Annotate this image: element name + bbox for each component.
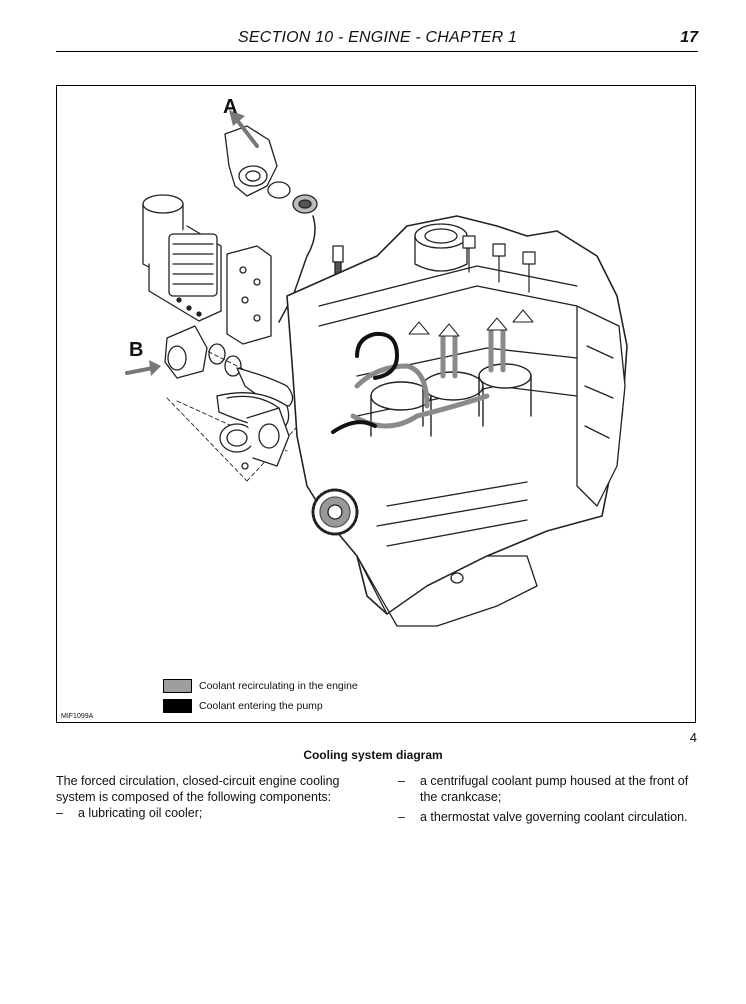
crankshaft-pulley (311, 488, 359, 536)
figure-number: 4 (689, 730, 697, 745)
legend-swatch-black (163, 699, 192, 713)
list-item-text: a centrifugal coolant pump housed at the… (420, 774, 689, 804)
body-left-column: The forced circulation, closed-circuit e… (56, 773, 366, 821)
cooler-gasket (226, 245, 272, 345)
figure-frame: A B Coolant recirculating in the engine … (56, 85, 696, 723)
list-item-text: a thermostat valve governing coolant cir… (420, 810, 688, 824)
water-pump (219, 407, 290, 470)
header-rule (56, 51, 698, 52)
list-item-text: a lubricating oil cooler; (78, 806, 203, 820)
flow-arrows (408, 309, 534, 337)
legend-label-recirculating: Coolant recirculating in the engine (199, 680, 358, 692)
legend-item-entering: Coolant entering the pump (163, 696, 358, 716)
list-dash: – (398, 774, 405, 788)
temperature-sender (332, 245, 344, 275)
list-dash: – (398, 810, 405, 824)
cylinder-liners (370, 363, 532, 437)
page-header-title: SECTION 10 - ENGINE - CHAPTER 1 (238, 29, 518, 46)
engine-block (286, 215, 628, 627)
legend-swatch-grey (163, 679, 192, 693)
inlet-connector (164, 325, 242, 379)
outlet-arrow (229, 110, 259, 148)
list-item: – a centrifugal coolant pump housed at t… (398, 773, 698, 805)
figure-caption: Cooling system diagram (303, 748, 443, 762)
outlet-label: A (223, 96, 237, 118)
legend-label-entering: Coolant entering the pump (199, 700, 323, 712)
figure-legend: Coolant recirculating in the engine Cool… (163, 676, 358, 716)
thermostat-housing (224, 125, 318, 323)
coolant-entering-flow (331, 331, 399, 434)
oil-cooler (142, 194, 222, 322)
legend-item-recirculating: Coolant recirculating in the engine (163, 676, 358, 696)
list-dash: – (56, 806, 63, 820)
list-item: – a thermostat valve governing coolant c… (398, 809, 698, 825)
figure-code: MIF1099A (61, 713, 94, 720)
body-right-column: – a centrifugal coolant pump housed at t… (398, 773, 698, 829)
intro-paragraph: The forced circulation, closed-circuit e… (56, 774, 340, 804)
inlet-label: B (129, 339, 143, 361)
list-item: – a lubricating oil cooler; (56, 805, 366, 821)
inlet-arrow (125, 360, 161, 376)
engine-illustration: A B (125, 96, 628, 627)
page-number: 17 (680, 29, 698, 46)
